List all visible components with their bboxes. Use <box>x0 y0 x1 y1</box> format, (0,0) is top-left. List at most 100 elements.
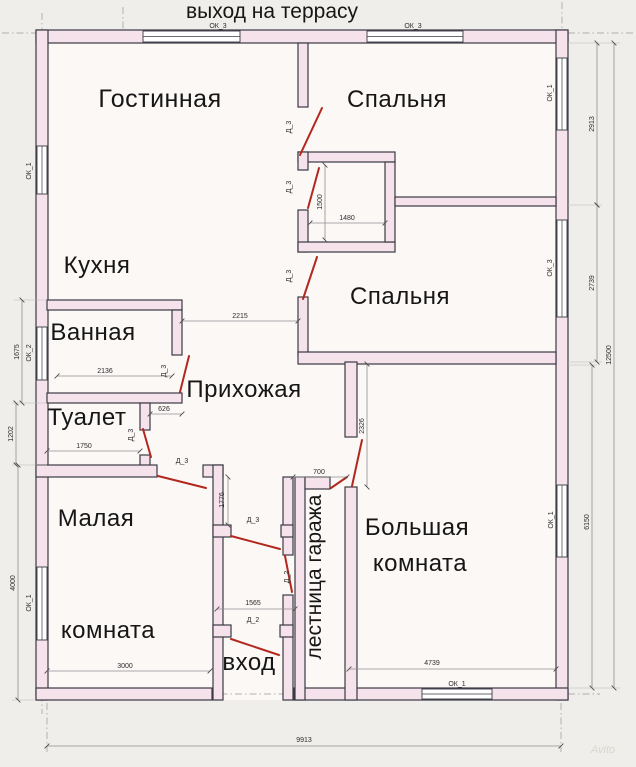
wall-bedroom2-left <box>297 296 309 356</box>
wall-closet-left-a <box>297 151 309 171</box>
dim-right-bottom: 6150 <box>584 514 591 530</box>
window-tag-ok3-top-left: ОК_3 <box>209 23 226 30</box>
wall-living-bedroom <box>297 42 309 108</box>
door-tag-d3-vestibule: Д_3 <box>247 517 260 524</box>
window-tag-ok1-bottom: ОК_1 <box>448 681 465 688</box>
window-ok2-left <box>36 326 48 381</box>
dim-closet-height: 1500 <box>317 194 324 210</box>
dim-right-mid: 2739 <box>589 275 596 291</box>
door-tag-d3-closet: Д_3 <box>286 181 293 194</box>
door-tag-d3-smallroom: Д_3 <box>176 458 189 465</box>
dim-total-height: 12500 <box>606 345 613 365</box>
dimension-lines <box>13 40 617 749</box>
window-tag-ok1-left-bottom: ОК_1 <box>26 594 33 611</box>
wall-vestibule-door-l <box>212 524 232 538</box>
door-swing-bigroom <box>351 439 363 487</box>
room-label-big-1: Большая <box>365 514 469 541</box>
dim-left-toilet: 1202 <box>8 426 15 442</box>
dim-toilet-width: 1750 <box>76 443 92 450</box>
door-swing-smallroom <box>157 475 207 489</box>
dim-left-smallroom: 4000 <box>10 575 17 591</box>
windows <box>36 30 568 700</box>
wall-closet-bottom <box>297 241 396 253</box>
wall-outer-right <box>555 29 569 701</box>
wall-vestibule-door-r <box>280 524 294 538</box>
wall-outer-bottom-left <box>35 687 213 701</box>
window-ok1-right-top <box>556 57 568 131</box>
wall-closet-right <box>384 161 396 243</box>
wall-entry-door-r <box>279 624 294 638</box>
window-ok3-top-right <box>366 30 464 43</box>
door-swing-bath <box>179 355 190 393</box>
wall-bath-right <box>171 309 183 356</box>
window-tag-ok1-left-top: ОК_1 <box>26 162 33 179</box>
window-ok1-bottom <box>421 688 493 700</box>
dim-bath-width: 2136 <box>97 368 113 375</box>
room-label-living: Гостинная <box>98 85 221 113</box>
window-tag-ok2-left: ОК_2 <box>26 344 33 361</box>
room-label-bedroom-mid: Спальня <box>350 283 450 310</box>
door-tag-d2-entry: Д_2 <box>247 617 260 624</box>
room-label-kitchen: Кухня <box>64 252 131 279</box>
dim-toilet-door: 626 <box>158 406 170 413</box>
window-tag-ok3-top-right: ОК_3 <box>404 23 421 30</box>
wall-outer-top <box>35 29 569 44</box>
wall-vestibule-right-a <box>282 476 294 556</box>
dim-smallroom-width: 3000 <box>117 663 133 670</box>
door-swing-entry <box>230 638 280 656</box>
room-label-entrance: вход <box>222 649 275 676</box>
room-label-bedroom-top: Спальня <box>347 86 447 113</box>
door-tag-d3-bedroom2: Д_3 <box>286 270 293 283</box>
wall-stairs-top-stub <box>304 476 331 490</box>
wall-vestibule-right-b <box>282 594 294 701</box>
dim-vestibule-height: 1776 <box>219 492 226 508</box>
door-swing-bedroom2 <box>302 256 318 300</box>
room-label-toilet: Туалет <box>48 404 127 431</box>
wall-smallroom-top <box>35 464 158 478</box>
title: выход на террасу <box>186 0 359 23</box>
room-label-big-2: комната <box>373 550 467 577</box>
window-ok1-left-bottom <box>36 566 48 641</box>
window-tag-ok3-right-mid: ОК_3 <box>547 259 554 276</box>
window-ok3-right-mid <box>556 219 568 318</box>
door-swing-living <box>299 107 323 156</box>
dim-total-width: 9913 <box>296 737 312 744</box>
wall-vestibule-left <box>212 464 224 701</box>
wall-closet-top <box>297 151 396 163</box>
window-ok1-right-bottom <box>556 484 568 558</box>
dim-right-top: 2913 <box>589 116 596 132</box>
door-tag-d3-bath: Д_3 <box>161 365 168 378</box>
wall-entry-door-l <box>212 624 232 638</box>
wall-bedrooms-divider <box>394 196 557 207</box>
dim-bigroom-width: 4739 <box>424 660 440 667</box>
wall-bigroom-left-a <box>344 361 358 438</box>
wall-toilet-right-a <box>139 402 151 431</box>
dim-bigroom-door-wall: 2326 <box>359 418 366 434</box>
wall-bath-bottom <box>46 392 183 404</box>
window-tag-ok1-right-top: ОК_1 <box>547 84 554 101</box>
room-label-bath: Ванная <box>50 319 135 346</box>
room-label-small-2: комната <box>61 617 155 644</box>
wall-bigroom-left-b <box>344 486 358 701</box>
room-label-garage-stairs: лестница гаража <box>303 494 326 659</box>
door-swings <box>142 107 363 656</box>
dim-left-bath: 1675 <box>14 344 21 360</box>
room-label-small-1: Малая <box>58 505 134 532</box>
door-swing-toilet <box>142 428 152 458</box>
wall-bath-top <box>46 299 183 311</box>
dim-closet-width: 1480 <box>339 215 355 222</box>
room-label-hall: Прихожая <box>186 376 301 403</box>
dim-vestibule-width: 1565 <box>245 600 261 607</box>
door-tag-d3-toilet: Д_3 <box>128 429 135 442</box>
wall-bedroom2-bottom <box>297 351 557 365</box>
door-tag-d3-living: Д_3 <box>286 121 293 134</box>
dim-hall-width: 2215 <box>232 313 248 320</box>
door-swing-closet <box>307 167 320 209</box>
door-swing-vestibule-side <box>284 555 293 593</box>
dim-stairs-opening: 700 <box>313 469 325 476</box>
watermark: Avito <box>590 744 615 756</box>
window-ok1-left-top <box>36 145 48 195</box>
door-swing-vestibule <box>230 535 281 550</box>
